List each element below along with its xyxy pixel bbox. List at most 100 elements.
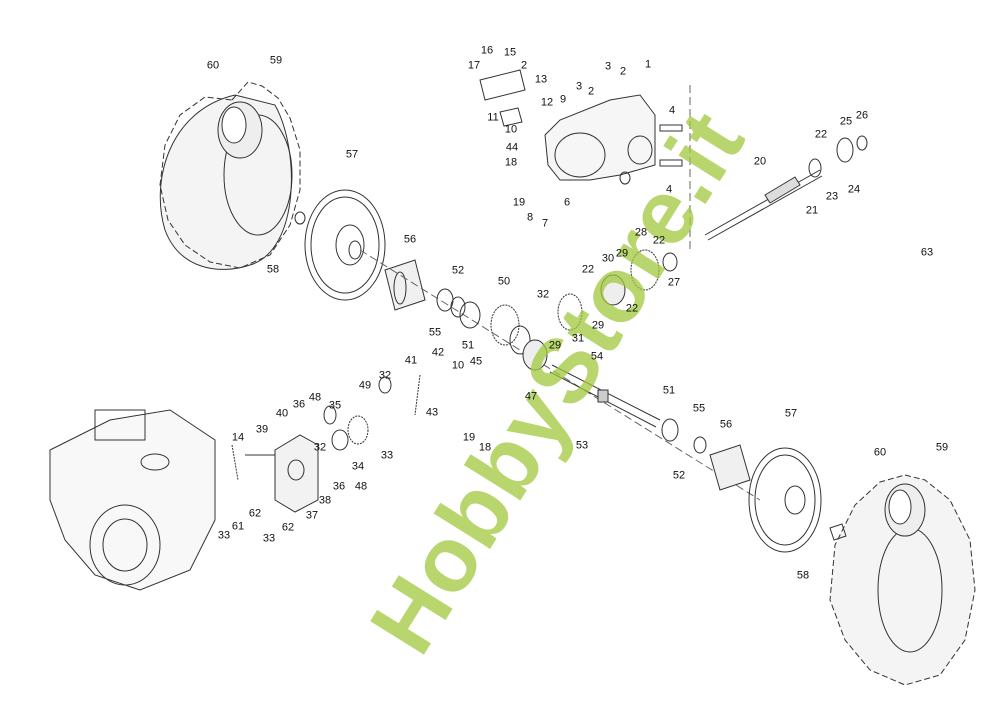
- callout-label: 43: [425, 406, 439, 419]
- gear-set: [436, 249, 678, 371]
- callout-label: 29: [591, 319, 605, 332]
- callout-label: 28: [634, 226, 648, 239]
- callout-label: 53: [575, 439, 589, 452]
- callout-label: 18: [504, 156, 518, 169]
- callout-label: 31: [571, 332, 585, 345]
- engine: [49, 409, 216, 591]
- callout-label: 60: [873, 446, 887, 459]
- callout-label: 57: [345, 148, 359, 161]
- callout-label: 30: [601, 252, 615, 265]
- callout-label: 22: [814, 128, 828, 141]
- callout-label: 22: [652, 234, 666, 247]
- callout-label: 36: [332, 480, 346, 493]
- callout-label: 2: [619, 65, 627, 78]
- gearbox-housing: [479, 69, 683, 185]
- callout-label: 49: [358, 379, 372, 392]
- shaft-20: [704, 135, 868, 241]
- callout-label: 51: [461, 339, 475, 352]
- callout-label: 26: [855, 109, 869, 122]
- callout-label: 4: [665, 183, 673, 196]
- callout-label: 33: [217, 529, 231, 542]
- callout-label: 24: [847, 183, 861, 196]
- callout-label: 54: [590, 350, 604, 363]
- callout-label: 41: [404, 354, 418, 367]
- callout-label: 17: [467, 59, 481, 72]
- tire-right: [829, 474, 976, 686]
- callout-label: 56: [403, 233, 417, 246]
- callout-label: 39: [255, 423, 269, 436]
- callout-label: 2: [520, 59, 528, 72]
- callout-label: 63: [920, 246, 934, 259]
- callout-label: 37: [305, 509, 319, 522]
- callout-label: 3: [604, 60, 612, 73]
- callout-label: 32: [536, 288, 550, 301]
- tire-left: [159, 81, 301, 270]
- callout-label: 61: [231, 520, 245, 533]
- callout-label: 10: [504, 123, 518, 136]
- callout-label: 32: [313, 441, 327, 454]
- callout-label: 32: [378, 369, 392, 382]
- callout-label: 40: [275, 407, 289, 420]
- callout-label: 4: [668, 104, 676, 117]
- callout-label: 29: [548, 339, 562, 352]
- callout-label: 3: [575, 80, 583, 93]
- rim-left: [294, 189, 386, 301]
- shaft-54: [549, 364, 661, 428]
- callout-label: 58: [266, 263, 280, 276]
- callout-label: 25: [839, 115, 853, 128]
- callout-label: 1: [644, 58, 652, 71]
- callout-label: 8: [526, 211, 534, 224]
- callout-label: 58: [796, 569, 810, 582]
- callout-label: 33: [262, 532, 276, 545]
- callout-label: 62: [281, 521, 295, 534]
- callout-label: 19: [462, 431, 476, 444]
- callout-label: 23: [825, 190, 839, 203]
- callout-label: 59: [269, 54, 283, 67]
- callout-label: 34: [351, 460, 365, 473]
- callout-label: 13: [534, 73, 548, 86]
- callout-label: 29: [615, 247, 629, 260]
- callout-label: 42: [431, 346, 445, 359]
- rim-right: [661, 418, 822, 553]
- hub-left: [384, 259, 426, 311]
- callout-label: 14: [231, 431, 245, 444]
- callout-label: 60: [206, 59, 220, 72]
- callout-label: 51: [662, 384, 676, 397]
- callout-label: 6: [563, 196, 571, 209]
- callout-label: 12: [540, 96, 554, 109]
- callout-label: 16: [480, 44, 494, 57]
- callout-label: 20: [753, 155, 767, 168]
- callout-label: 62: [248, 507, 262, 520]
- callout-label: 59: [935, 441, 949, 454]
- callout-label: 22: [581, 263, 595, 276]
- callout-label: 11: [487, 111, 499, 124]
- callout-label: 33: [380, 449, 394, 462]
- callout-label: 7: [541, 217, 549, 230]
- callout-label: 55: [428, 326, 442, 339]
- callout-label: 2: [587, 85, 595, 98]
- callout-label: 21: [805, 204, 819, 217]
- callout-label: 52: [451, 264, 465, 277]
- callout-label: 10: [451, 359, 465, 372]
- callout-label: 18: [478, 441, 492, 454]
- callout-label: 52: [672, 469, 686, 482]
- callout-label: 15: [503, 46, 517, 59]
- cover-assembly: [231, 374, 421, 513]
- callout-label: 27: [667, 276, 681, 289]
- callout-label: 19: [512, 196, 526, 209]
- callout-label: 56: [719, 418, 733, 431]
- callout-label: 35: [328, 399, 342, 412]
- callout-label: 47: [524, 390, 538, 403]
- callout-label: 9: [559, 93, 567, 106]
- callout-label: 22: [625, 302, 639, 315]
- callout-label: 55: [692, 402, 706, 415]
- callout-label: 57: [784, 407, 798, 420]
- callout-label: 48: [308, 391, 322, 404]
- callout-label: 44: [505, 141, 519, 154]
- callout-label: 48: [354, 480, 368, 493]
- callout-label: 50: [497, 275, 511, 288]
- callout-label: 45: [469, 355, 483, 368]
- callout-label: 38: [318, 494, 332, 507]
